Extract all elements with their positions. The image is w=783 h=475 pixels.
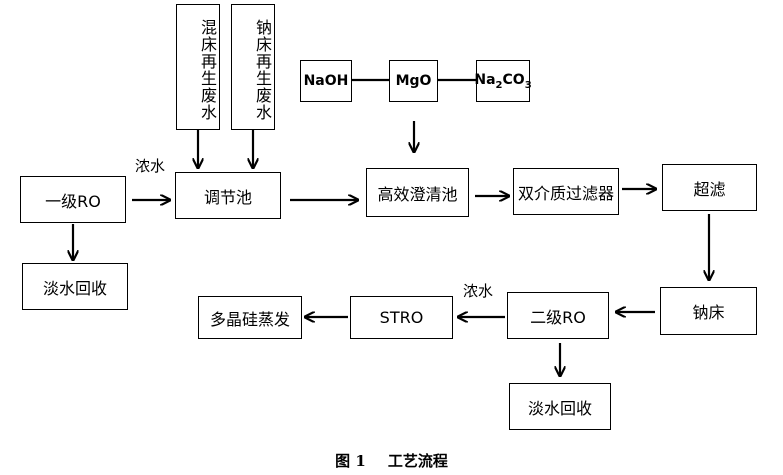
ro2-box: 二级RO [507,292,609,339]
sodium-bed-waste-label: 钠床再生废水 [253,19,272,121]
ultrafiltration-box: 超滤 [662,164,757,211]
naoh-label: NaOH [303,73,349,89]
stro-label: STRO [379,308,424,327]
stro-box: STRO [350,296,453,339]
na2co3-box: Na2CO3 [474,60,532,102]
clarifier-box: 高效澄清池 [366,168,469,217]
polysilicon-evaporation-box: 多晶硅蒸发 [198,296,302,339]
mixed-bed-waste-label: 混床再生废水 [198,19,217,121]
dual-media-filter-label: 双介质过滤器 [517,183,614,203]
sodium-bed-box: 钠床 [660,287,757,335]
figure-caption: 图 1 工艺流程 [0,450,783,471]
concentrate-label-2: 浓水 [463,282,494,300]
ro1-box: 一级RO [20,176,126,223]
mgo-label: MgO [395,73,432,89]
sodium-bed-waste-box: 钠床再生废水 [231,4,275,130]
regulating-tank-label: 调节池 [203,187,252,207]
figure-number: 图 1 [335,452,366,470]
polysilicon-evaporation-label: 多晶硅蒸发 [209,309,290,329]
concentrate-label-1: 浓水 [135,157,166,175]
fresh-water-recovery-2-box: 淡水回收 [509,383,611,430]
figure-title: 工艺流程 [387,452,448,470]
fresh-water-recovery-1-box: 淡水回收 [22,263,128,310]
sodium-bed-label: 钠床 [692,303,725,322]
fresh-water-recovery-2-label: 淡水回收 [527,398,592,418]
regulating-tank-box: 调节池 [175,172,281,219]
dual-media-filter-box: 双介质过滤器 [513,168,619,215]
ultrafiltration-label: 超滤 [693,179,726,199]
naoh-box: NaOH [300,60,352,102]
mgo-box: MgO [389,60,438,102]
fresh-water-recovery-1-label: 淡水回收 [42,278,107,298]
na2co3-label: Na2CO3 [474,71,532,91]
mixed-bed-waste-box: 混床再生废水 [176,4,220,130]
ro2-label: 二级RO [530,307,586,327]
clarifier-label: 高效澄清池 [377,184,458,204]
ro1-label: 一级RO [45,191,101,211]
